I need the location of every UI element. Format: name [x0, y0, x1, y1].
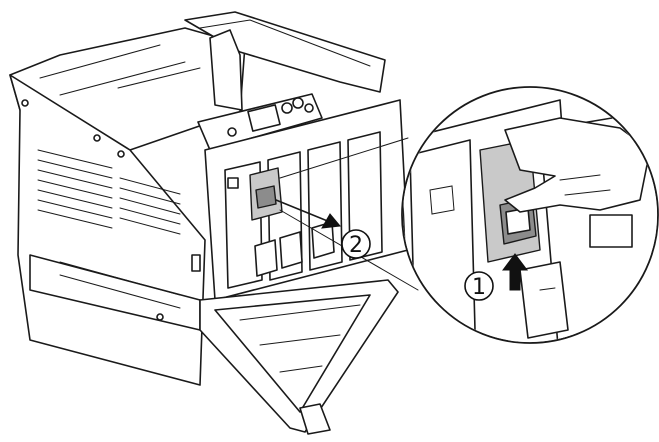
svg-text:2: 2 — [349, 233, 363, 258]
svg-text:1: 1 — [472, 275, 486, 300]
control-panel — [197, 93, 323, 151]
step-marker-1: 1 — [464, 271, 494, 301]
push-up-arrow-icon — [502, 253, 528, 291]
printer-body — [9, 11, 386, 386]
hand — [504, 117, 651, 213]
step-marker-2: 2 — [341, 229, 371, 259]
front-cover-open — [199, 279, 399, 435]
pull-out-arrow-icon — [275, 199, 341, 229]
